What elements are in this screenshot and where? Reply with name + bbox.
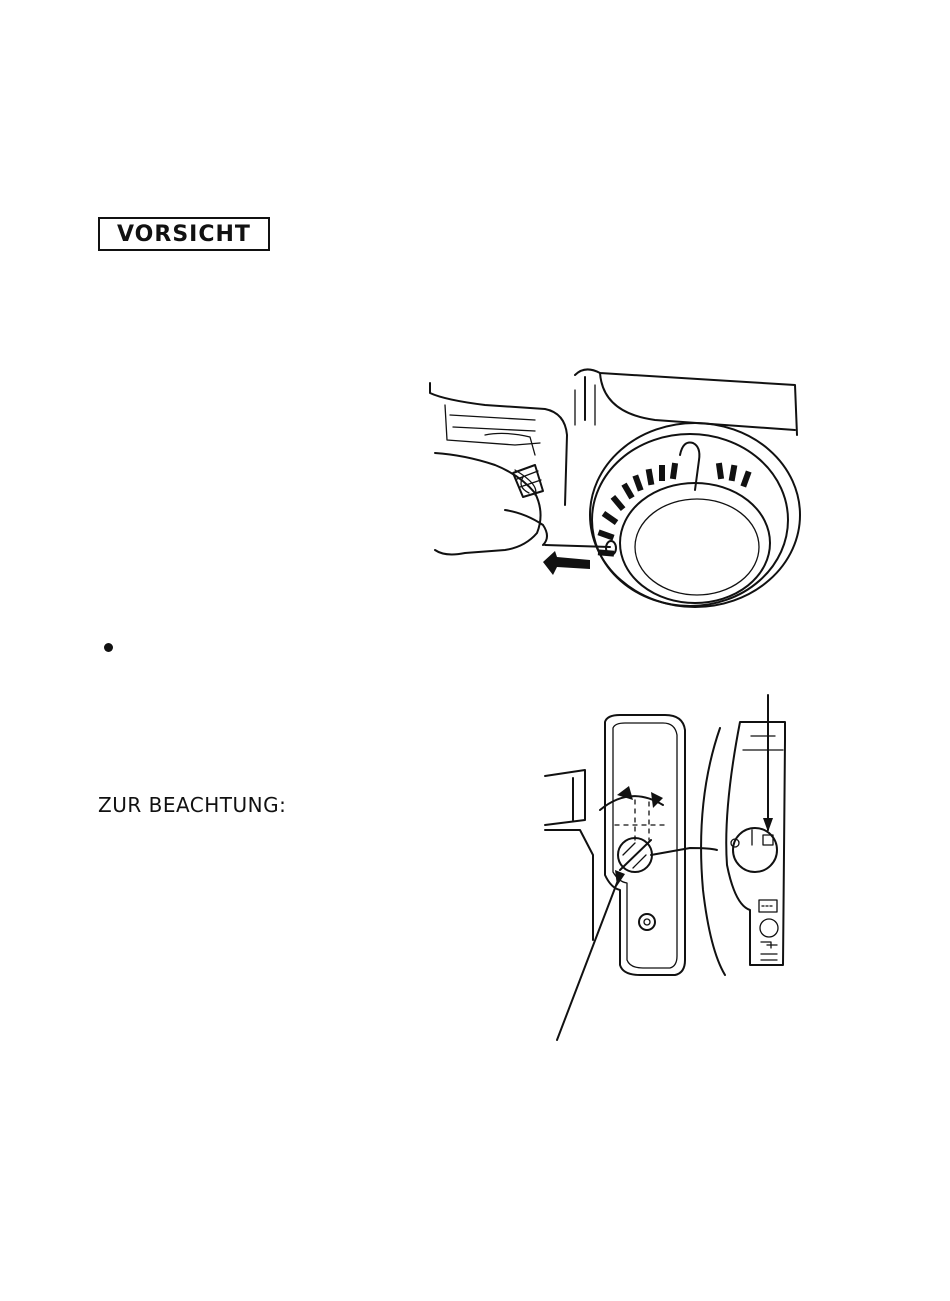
note-label: ZUR BEACHTUNG: bbox=[98, 793, 286, 817]
recoil-starter-illustration bbox=[425, 365, 805, 615]
caution-label: VORSICHT bbox=[98, 217, 270, 251]
bullet-point bbox=[104, 643, 113, 652]
fuel-valve-illustration bbox=[545, 690, 805, 1050]
